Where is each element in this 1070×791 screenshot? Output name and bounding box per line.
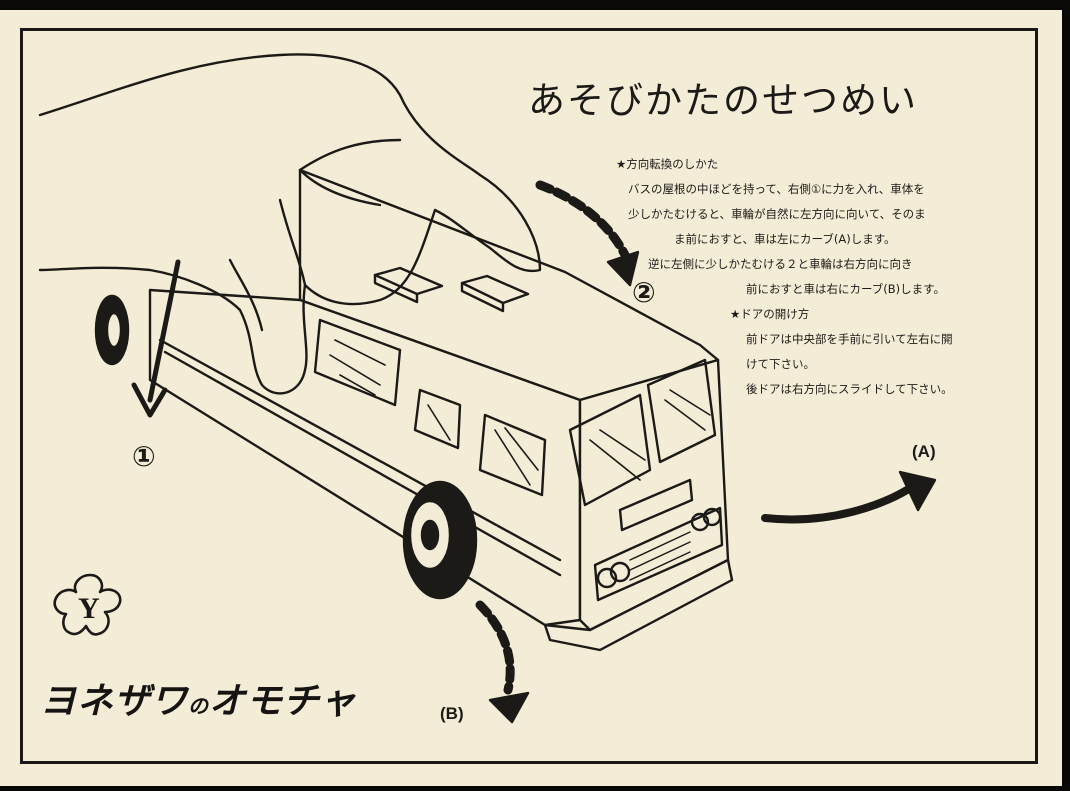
brand-name-1: ヨネザワ [40,681,189,722]
arrow-a [761,481,919,524]
brand-logo: ヨネザワのオモチャ [40,672,357,724]
instruction-line: バスの屋根の中ほどを持って、右側①に力を入れ、車体を [628,182,925,196]
page-title: あそびかたのせつめい [528,79,918,122]
instruction-line: 逆に左側に少しかたむける２と車輪は右方向に向き [648,257,913,271]
label-b: (B) [440,704,464,723]
instruction-line: 前ドアは中央部を手前に引いて左右に開 [746,332,953,346]
label-a: (A) [912,442,936,461]
label-two: ② [632,276,656,309]
side-window-1 [313,318,402,407]
windshield-left [568,393,652,507]
hand-outline [38,53,542,395]
instruction-line: 少しかたむけると、車輪が自然に左方向に向いて、そのま [628,207,926,221]
instruction-line: ★ドアの開け方 [730,307,810,321]
roof-vent-right [460,274,530,305]
side-window-3 [478,413,547,497]
instruction-line: ★方向転換のしかた [616,157,719,171]
windshield-right [646,358,717,464]
instruction-line: ま前におすと、車は左にカーブ(A)します。 [674,232,896,246]
instruction-line: 後ドアは右方向にスライドして下さい。 [746,382,953,396]
brand-particle: の [188,694,210,718]
logo-letter: Y [78,592,100,625]
sheet-border [20,28,1038,764]
arrow-b [475,600,515,695]
instruction-line: けて下さい。 [746,357,815,371]
bus-grille [618,478,694,532]
label-one: ① [132,440,156,473]
arrow-two [535,180,630,260]
sakura-logo [53,573,122,636]
instructions-text: ★方向転換のしかた バスの屋根の中ほどを持って、右側①に力を入れ、車体を 少しか… [600,152,1020,402]
roof-vent-left [373,266,444,296]
instruction-line: 前におすと車は右にカーブ(B)します。 [746,282,946,296]
side-window-2 [413,388,462,450]
arrow-one [147,259,181,403]
brand-name-2: オモチャ [209,681,357,722]
